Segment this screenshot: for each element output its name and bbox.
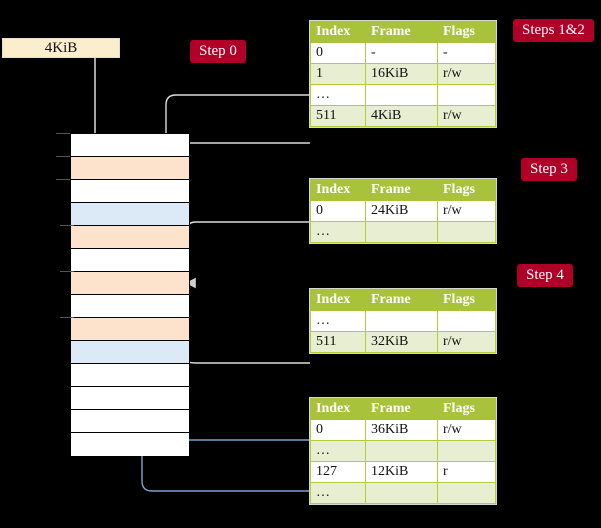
memory-frame-row bbox=[71, 226, 189, 249]
table-cell: 1 bbox=[310, 63, 366, 85]
table-row: 0-- bbox=[310, 42, 496, 64]
table-cell: r/w bbox=[437, 105, 496, 127]
table-cell: 16KiB bbox=[365, 63, 438, 85]
memory-frame-row bbox=[71, 318, 189, 341]
table-cell: … bbox=[310, 440, 366, 462]
column-header-flags: Flags bbox=[437, 179, 496, 201]
step-4-badge: Step 4 bbox=[517, 264, 573, 287]
memory-tick bbox=[60, 317, 74, 318]
column-header-frame: Frame bbox=[365, 179, 438, 201]
physical-memory-frames bbox=[70, 133, 190, 456]
memory-frame-row bbox=[71, 272, 189, 295]
memory-tick bbox=[56, 156, 70, 157]
step-0-badge: Step 0 bbox=[190, 40, 246, 63]
memory-frame-row bbox=[71, 157, 189, 180]
frame-box-4kib: 4KiB bbox=[2, 38, 120, 58]
table-cell: 0 bbox=[310, 200, 366, 222]
table-cell: 32KiB bbox=[365, 331, 438, 353]
memory-frame-row bbox=[71, 364, 189, 387]
memory-frame-row bbox=[71, 295, 189, 318]
table-cell: - bbox=[437, 42, 496, 64]
memory-frame-row bbox=[71, 180, 189, 203]
table-cell: 36KiB bbox=[365, 419, 438, 441]
table-cell: 511 bbox=[310, 331, 366, 353]
memory-frame-row bbox=[71, 410, 189, 433]
table-cell bbox=[437, 440, 496, 462]
table-cell bbox=[437, 84, 496, 106]
frame-box-label: 4KiB bbox=[44, 39, 78, 56]
column-header-index: Index bbox=[310, 21, 366, 43]
table-cell bbox=[437, 310, 496, 332]
memory-frame-row bbox=[71, 433, 189, 456]
table-cell bbox=[365, 221, 438, 243]
memory-frame-row bbox=[71, 341, 189, 364]
column-header-flags: Flags bbox=[437, 289, 496, 311]
table-cell bbox=[437, 482, 496, 504]
column-header-index: Index bbox=[310, 179, 366, 201]
table-row: … bbox=[310, 221, 496, 243]
table-cell: 127 bbox=[310, 461, 366, 483]
step-3-badge: Step 3 bbox=[521, 158, 577, 181]
memory-frame-row bbox=[71, 387, 189, 410]
table-row: … bbox=[310, 440, 496, 462]
table-cell: r/w bbox=[437, 331, 496, 353]
column-header-flags: Flags bbox=[437, 21, 496, 43]
table-cell bbox=[365, 482, 438, 504]
memory-frame-row bbox=[71, 134, 189, 157]
table-cell: r/w bbox=[437, 200, 496, 222]
column-header-index: Index bbox=[310, 289, 366, 311]
memory-tick bbox=[56, 133, 70, 134]
table-cell bbox=[365, 310, 438, 332]
table-cell: r bbox=[437, 461, 496, 483]
column-header-flags: Flags bbox=[437, 398, 496, 420]
memory-tick bbox=[56, 179, 70, 180]
table-cell: r/w bbox=[437, 63, 496, 85]
table-cell: 12KiB bbox=[365, 461, 438, 483]
table-row: … bbox=[310, 482, 496, 504]
column-header-frame: Frame bbox=[365, 21, 438, 43]
column-header-frame: Frame bbox=[365, 398, 438, 420]
table-cell: - bbox=[365, 42, 438, 64]
table-cell: 4KiB bbox=[365, 105, 438, 127]
memory-tick bbox=[60, 225, 74, 226]
table-cell bbox=[437, 221, 496, 243]
table-row: … bbox=[310, 84, 496, 106]
table-cell: 0 bbox=[310, 42, 366, 64]
table-cell: 511 bbox=[310, 105, 366, 127]
table-cell: … bbox=[310, 221, 366, 243]
table-cell: … bbox=[310, 84, 366, 106]
table-cell: 0 bbox=[310, 419, 366, 441]
column-header-index: Index bbox=[310, 398, 366, 420]
column-header-frame: Frame bbox=[365, 289, 438, 311]
memory-tick bbox=[60, 271, 74, 272]
table-row: … bbox=[310, 310, 496, 332]
table-cell bbox=[365, 440, 438, 462]
table-cell: … bbox=[310, 482, 366, 504]
memory-frame-row bbox=[71, 249, 189, 272]
table-cell: 24KiB bbox=[365, 200, 438, 222]
table-cell bbox=[365, 84, 438, 106]
table-cell: r/w bbox=[437, 419, 496, 441]
steps-1-2-badge: Steps 1&2 bbox=[513, 19, 594, 42]
memory-frame-row bbox=[71, 203, 189, 226]
table-cell: … bbox=[310, 310, 366, 332]
